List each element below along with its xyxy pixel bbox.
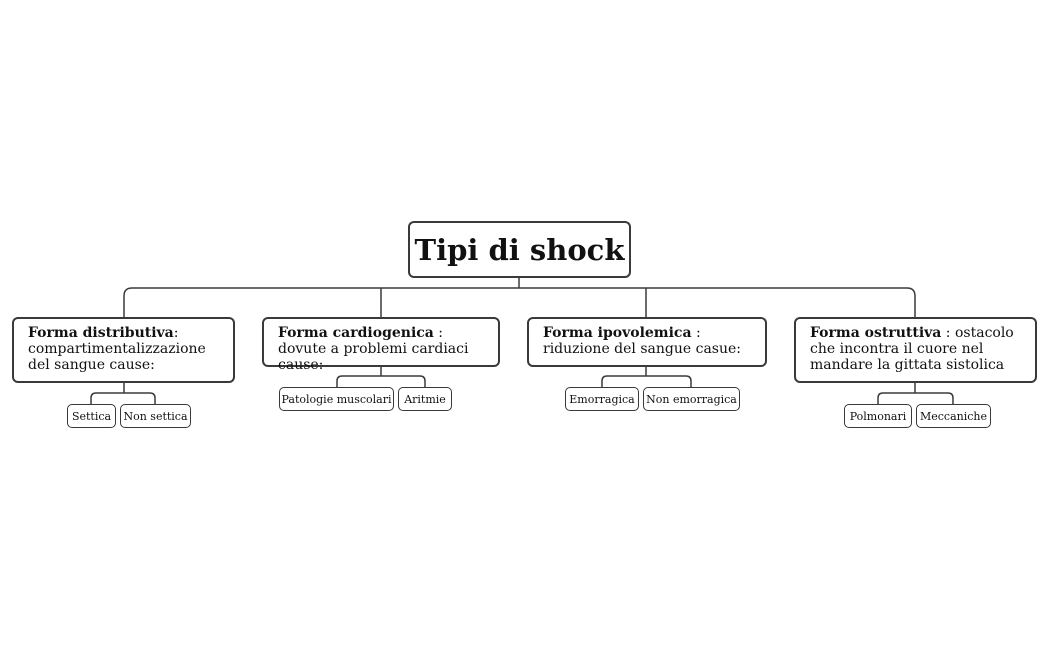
leaf-emorragica[interactable]: Emorragica xyxy=(565,387,639,411)
node-title: Forma cardiogenica xyxy=(278,325,434,341)
leaf-polmonari[interactable]: Polmonari xyxy=(844,404,912,428)
leaf-aritmie[interactable]: Aritmie xyxy=(398,387,452,411)
node-forma-ostruttiva[interactable]: Forma ostruttiva : ostacolo che incontra… xyxy=(794,317,1037,383)
node-forma-ipovolemica[interactable]: Forma ipovolemica : riduzione del sangue… xyxy=(527,317,767,367)
leaf-patologie-muscolari[interactable]: Patologie muscolari xyxy=(279,387,394,411)
connector-bus xyxy=(123,287,916,317)
node-forma-distributiva[interactable]: Forma distributiva: compartimentalizzazi… xyxy=(12,317,235,383)
root-node[interactable]: Tipi di shock xyxy=(408,221,631,278)
leaf-label: Meccaniche xyxy=(919,409,987,423)
node-forma-cardiogenica[interactable]: Forma cardiogenica : dovute a problemi c… xyxy=(262,317,500,373)
leaf-label: Polmonari xyxy=(849,409,907,423)
leaf-label: Non emorragica xyxy=(646,392,737,406)
leaf-non-emorragica[interactable]: Non emorragica xyxy=(643,387,740,411)
leaf-label: Patologie muscolari xyxy=(281,392,392,406)
node-text: : compartimentalizzazione del sangue cau… xyxy=(28,325,206,373)
leaf-label: Aritmie xyxy=(404,392,446,406)
root-label: Tipi di shock xyxy=(414,232,625,267)
node-title: Forma distributiva xyxy=(28,325,174,341)
leaf-meccaniche[interactable]: Meccaniche xyxy=(916,404,991,428)
leaf-settica[interactable]: Settica xyxy=(67,404,116,428)
node-title: Forma ostruttiva xyxy=(810,325,942,341)
leaf-label: Settica xyxy=(71,409,112,423)
node-text: : dovute a problemi cardiaci cause: xyxy=(278,325,469,373)
node-title: Forma ipovolemica xyxy=(543,325,692,341)
leaf-label: Non settica xyxy=(123,409,188,423)
leaf-non-settica[interactable]: Non settica xyxy=(120,404,191,428)
node-text: : riduzione del sangue casue: xyxy=(543,325,742,357)
leaf-label: Emorragica xyxy=(569,392,635,406)
node-text: : ostacolo che incontra il cuore nel man… xyxy=(810,325,1014,373)
